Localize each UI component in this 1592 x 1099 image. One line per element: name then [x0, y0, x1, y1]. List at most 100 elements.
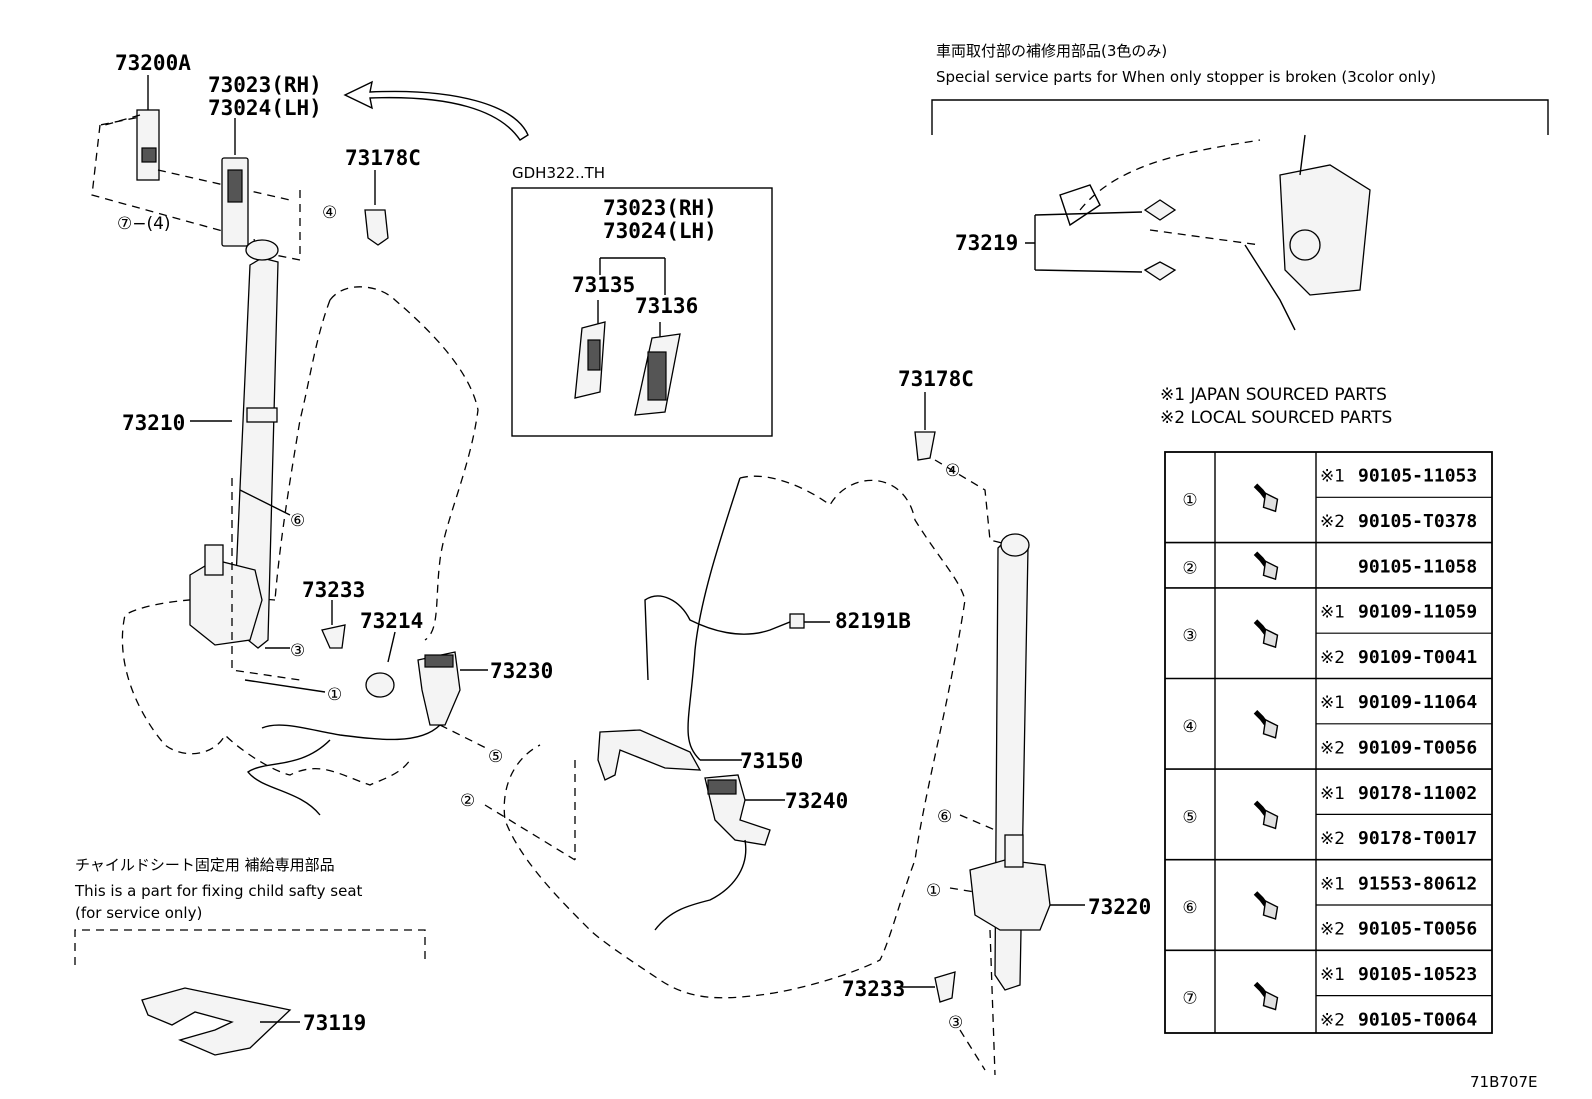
- fastener-ref-5: ⑤: [1182, 807, 1197, 827]
- child-seat-fixing-73119: [74, 929, 426, 1056]
- fastener-ref-3: ③: [1182, 626, 1197, 646]
- fastener-ref-7: ⑦: [1182, 989, 1197, 1009]
- fastener-part-number: 90105-10523: [1358, 964, 1477, 985]
- clip-73178C-b: [914, 431, 936, 461]
- bolt-icon: [1253, 891, 1279, 920]
- bolt-icon: [1253, 619, 1279, 649]
- label-73023-rh: 73023(RH): [208, 73, 322, 97]
- leader-anchor-path: [91, 114, 301, 261]
- fastener-part-number: 90109-11064: [1358, 692, 1477, 713]
- buckle-73230-assembly: [246, 631, 491, 816]
- left-seat-outline: [121, 286, 479, 786]
- diagram-id: 71B707E: [1470, 1073, 1538, 1091]
- fastener-part-number: 90109-T0056: [1358, 737, 1477, 758]
- fastener-source-mark: ※2: [1320, 1010, 1345, 1030]
- front-seat-left-assembly: [91, 114, 479, 786]
- label-73150: 73150: [740, 749, 803, 773]
- fastener-part-number: 90105-T0064: [1358, 1009, 1477, 1030]
- callout-6-right: ⑥: [937, 807, 952, 827]
- bolt-icon: [1253, 551, 1279, 581]
- child-note-jp: チャイルドシート固定用 補給専用部品: [75, 856, 335, 874]
- inset-label-73023-rh: 73023(RH): [603, 196, 717, 220]
- rear-center-seat: [484, 475, 966, 999]
- callout-1-left: ①: [327, 685, 342, 705]
- bracket-73150: [597, 729, 702, 781]
- upper-anchor: [245, 239, 279, 261]
- fastener-part-number: 90105-T0378: [1358, 511, 1477, 532]
- callout-2-center: ②: [460, 791, 475, 811]
- callout-4-right: ④: [945, 461, 960, 481]
- fastener-source-mark: ※2: [1320, 738, 1345, 758]
- label-73233-b: 73233: [842, 977, 905, 1001]
- anchor-cover-73023: [221, 118, 249, 247]
- callout-1-right: ①: [926, 881, 941, 901]
- label-gdh322: GDH322..TH: [512, 164, 605, 182]
- fastener-source-mark: ※1: [1320, 467, 1345, 487]
- front-seat-right-assembly: [900, 392, 1085, 1076]
- fastener-part-number: 90178-11002: [1358, 783, 1477, 804]
- fastener-ref-6: ⑥: [1182, 898, 1197, 918]
- service-note-jp: 車両取付部の補修用部品(3色のみ): [936, 42, 1167, 60]
- label-73233-a: 73233: [302, 578, 365, 602]
- cover-73233-a: [321, 600, 346, 649]
- gdh322-inset: [511, 187, 773, 437]
- belt-tongue: [246, 407, 278, 423]
- fastener-table-frame: [1164, 451, 1493, 1034]
- inset-arrow: [343, 80, 529, 141]
- fastener-part-number: 90105-T0056: [1358, 919, 1477, 940]
- inset-frame: [511, 187, 773, 437]
- legend-japan: ※1 JAPAN SOURCED PARTS: [1160, 385, 1387, 405]
- inset-label-73136: 73136: [635, 294, 698, 318]
- label-73240: 73240: [785, 789, 848, 813]
- fastener-part-number: 90105-11053: [1358, 466, 1477, 487]
- label-73178C-a: 73178C: [345, 146, 421, 170]
- fastener-source-mark: ※1: [1320, 693, 1345, 713]
- fastener-part-number: 90109-11059: [1358, 602, 1477, 623]
- bolt-icon: [1253, 800, 1279, 830]
- fastener-part-number: 90109-T0041: [1358, 647, 1477, 668]
- fastener-part-number: 90178-T0017: [1358, 828, 1477, 849]
- harness-82191B: [644, 595, 830, 681]
- fastener-source-mark: ※1: [1320, 965, 1345, 985]
- legend-local: ※2 LOCAL SOURCED PARTS: [1160, 408, 1392, 428]
- inset-label-73024-lh: 73024(LH): [603, 219, 717, 243]
- service-note-en: Special service parts for When only stop…: [936, 68, 1436, 86]
- label-73024-lh: 73024(LH): [208, 96, 322, 120]
- leader-1-line: [244, 679, 326, 693]
- fastener-source-mark: ※1: [1320, 784, 1345, 804]
- retractor-73220: [969, 859, 1051, 931]
- fastener-ref-4: ④: [1182, 717, 1197, 737]
- height-adjuster-73200A: [104, 75, 291, 201]
- bolt-icon: [1253, 483, 1279, 513]
- callout-6-left: ⑥: [290, 511, 305, 531]
- child-seat-frame: [74, 929, 426, 965]
- child-note-en2: (for service only): [75, 904, 202, 922]
- stopper-frame: [931, 99, 1549, 135]
- label-73214: 73214: [360, 609, 423, 633]
- stopper-73219-top: [1143, 199, 1177, 221]
- fastener-ref-2: ②: [1182, 558, 1197, 578]
- fastener-source-mark: ※2: [1320, 920, 1345, 940]
- label-73220: 73220: [1088, 895, 1151, 919]
- retractor-73210: [189, 559, 263, 646]
- bolt-icon: [1253, 710, 1279, 739]
- callout-5-center: ⑤: [488, 747, 503, 767]
- label-73200A: 73200A: [115, 51, 191, 75]
- fastener-source-mark: ※2: [1320, 512, 1345, 532]
- label-82191B: 82191B: [835, 609, 911, 633]
- leader-73210-to-6: [231, 478, 301, 681]
- center-seat-outline: [503, 475, 966, 999]
- fastener-source-mark: ※1: [1320, 603, 1345, 623]
- clip-73178C-a: [364, 170, 389, 246]
- label-73119: 73119: [303, 1011, 366, 1035]
- label-73210: 73210: [122, 411, 185, 435]
- stopper-service-area: [931, 99, 1549, 331]
- label-73178C-b: 73178C: [898, 367, 974, 391]
- callout-4-left: ④: [322, 203, 337, 223]
- callout-3-left: ③: [290, 641, 305, 661]
- retractor-gear: [204, 544, 224, 576]
- label-callout-7-4: ⑦−(4): [117, 214, 171, 234]
